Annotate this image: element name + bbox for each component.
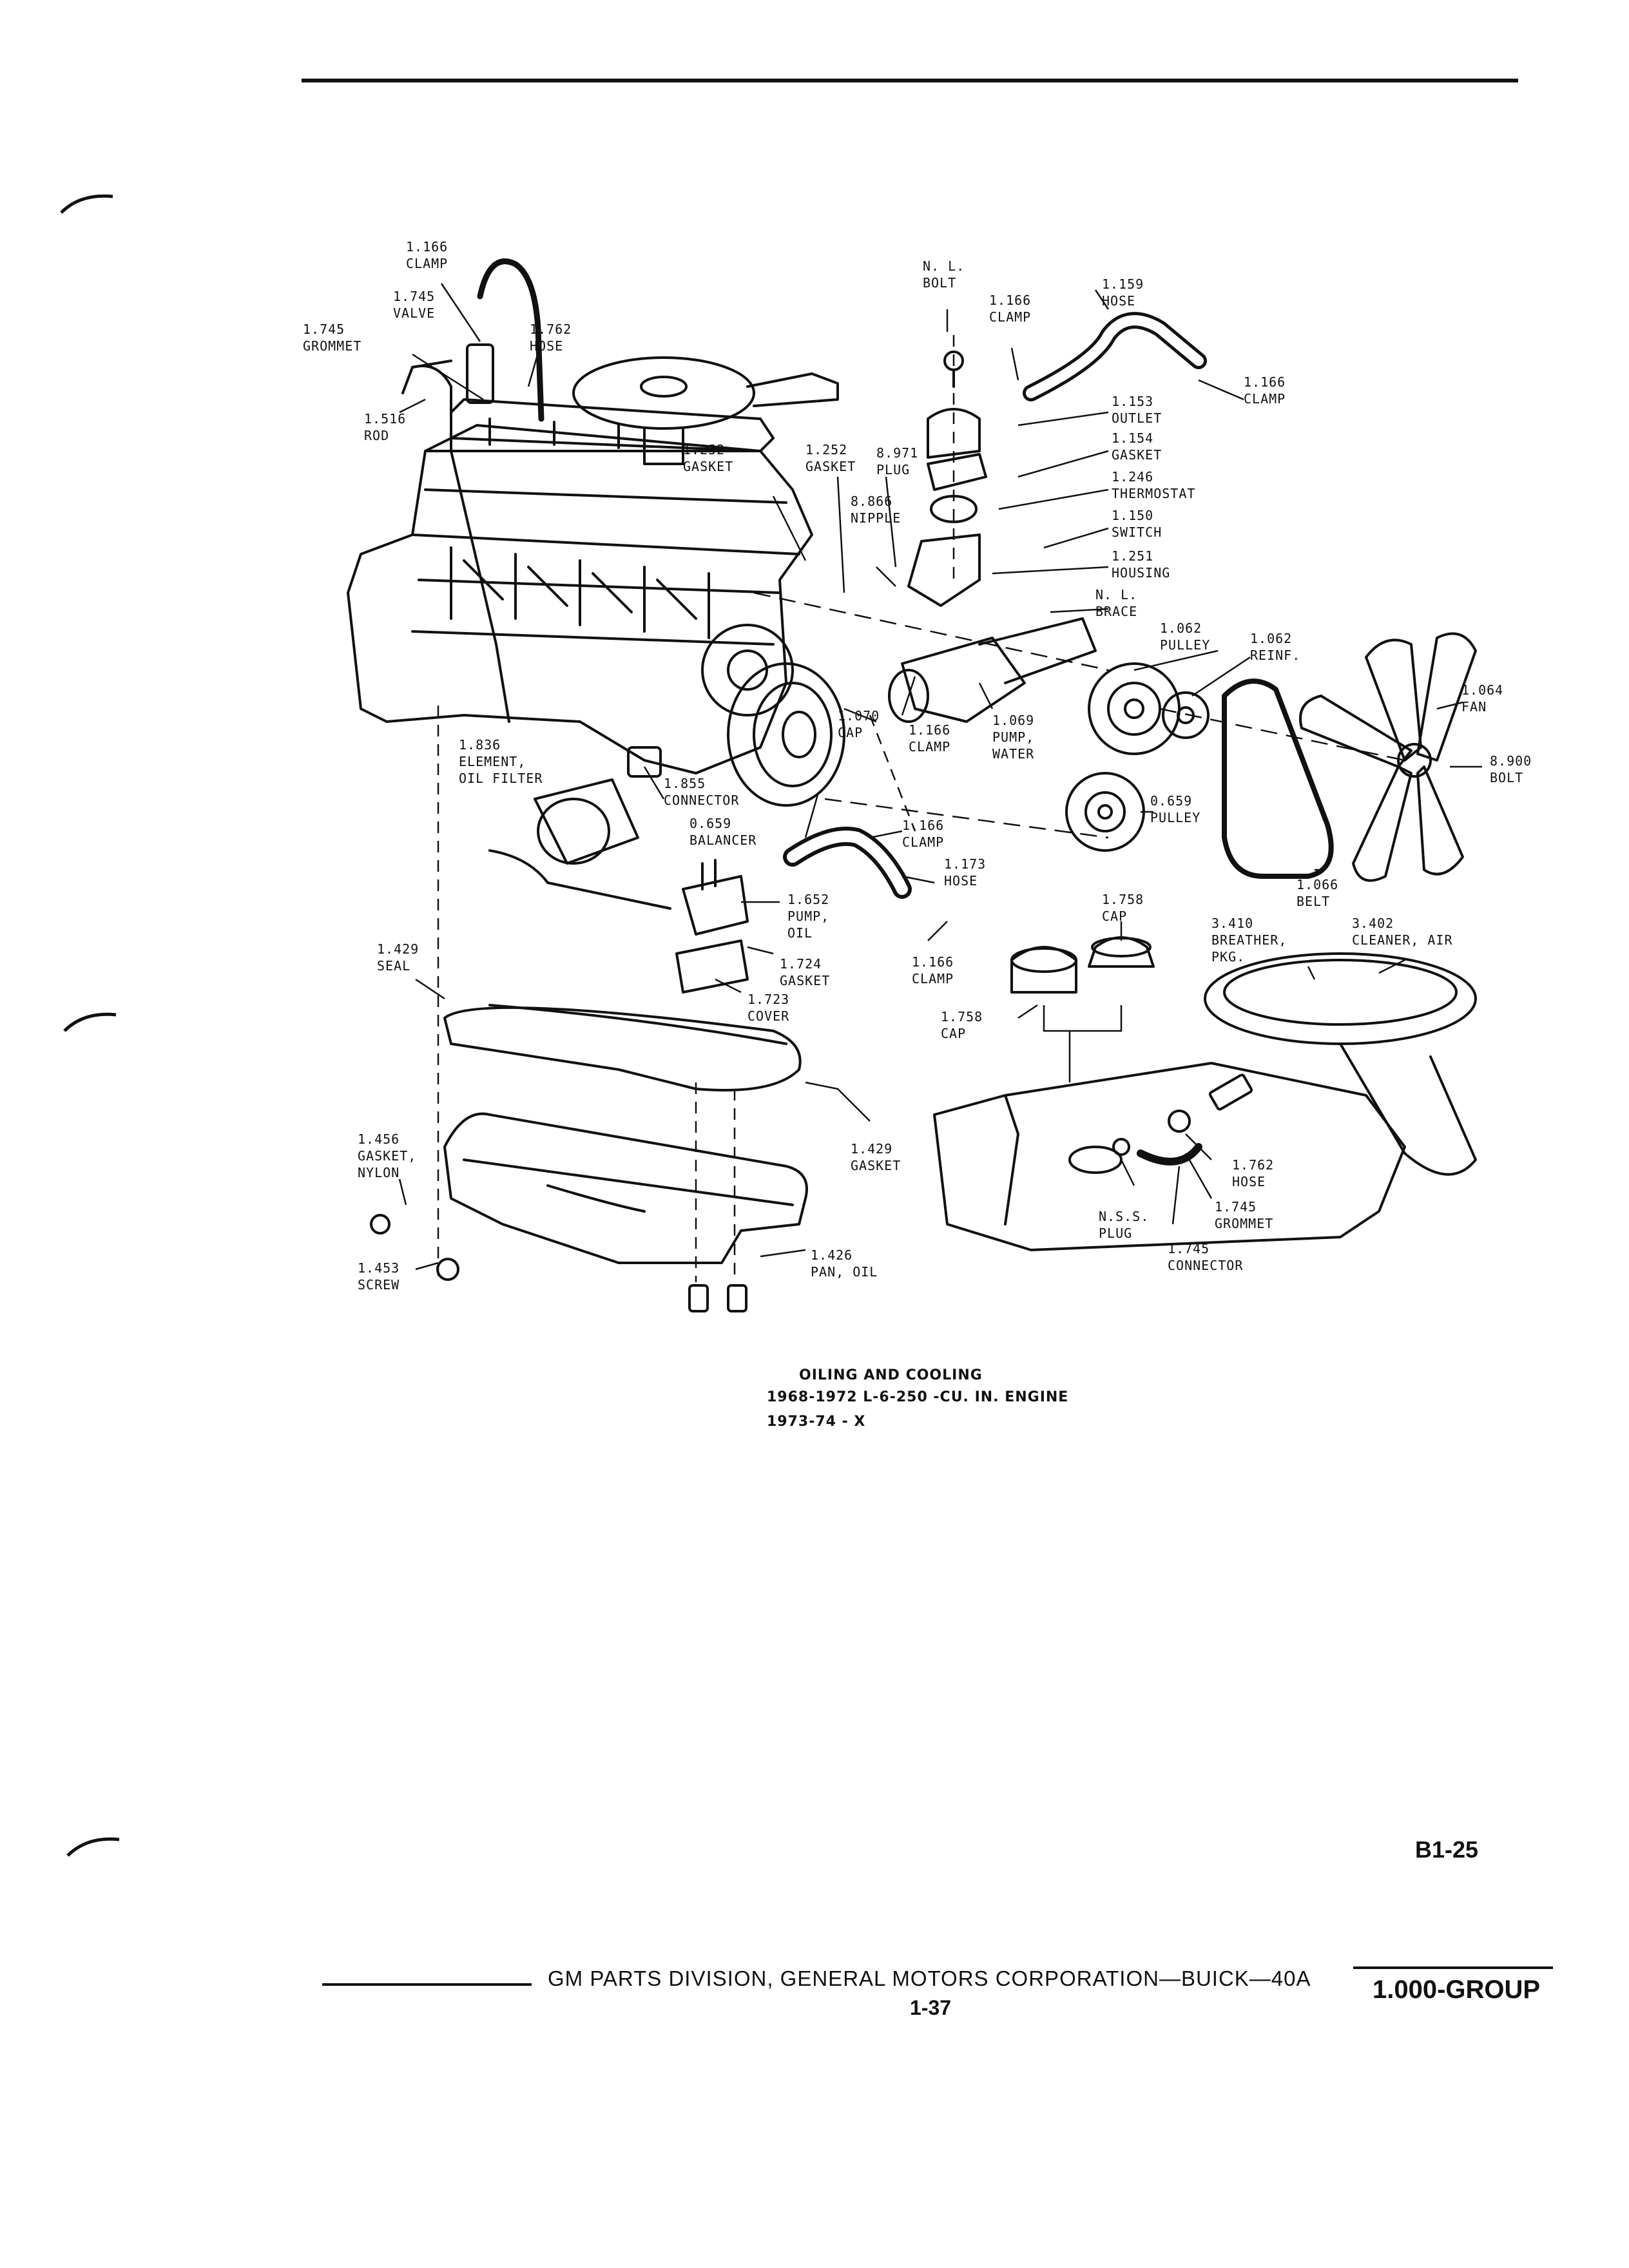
footer-page-number: 1-37 [910,1996,952,2019]
binding-mark-top [60,194,113,214]
callout-plug-nss: N.S.S.PLUG [1099,1209,1150,1241]
binding-mark-middle [63,1012,117,1032]
fan [1299,632,1477,882]
header-rule [302,79,1518,82]
footer-rule-left [322,1983,532,1986]
fan-pulley [1088,662,1181,755]
oil-filler-cap [1010,946,1077,994]
water-pump [901,637,1026,723]
thermostat-housing [927,408,981,459]
drive-belt [1222,678,1334,879]
oil-filter [534,778,639,865]
caption-engine: 1968-1972 L-6-250 -CU. IN. ENGINE [767,1389,1069,1405]
footer-rule-right [1353,1966,1553,1969]
engine-block [347,424,813,774]
inset-valve-cover [933,1062,1406,1251]
callout-brace-nl: N. L.BRACE [1095,587,1138,619]
callout-bolt-nl: N. L.BOLT [923,258,965,291]
pcv-hose [477,258,545,422]
inset-air-cleaner [1204,952,1477,1045]
crank-pulley [1065,772,1145,852]
pan-gasket [443,1006,802,1091]
harmonic-balancer [727,662,845,807]
air-cleaner [572,356,755,430]
footer-group: 1.000-GROUP [1373,1975,1541,2004]
caption-models: 1973-74 - X [767,1414,866,1430]
figure-caption: OILING AND COOLING 1968-1972 L-6-250 -CU… [767,1365,1068,1433]
oil-pan [443,1112,808,1264]
oil-pump [682,875,749,936]
dipstick-rod [411,365,510,723]
footer-publisher: GM PARTS DIVISION, GENERAL MOTORS CORPOR… [548,1966,1311,1990]
caption-title: OILING AND COOLING [799,1367,983,1383]
binding-mark-bottom [66,1837,120,1857]
page-code: B1-25 [1415,1836,1479,1863]
